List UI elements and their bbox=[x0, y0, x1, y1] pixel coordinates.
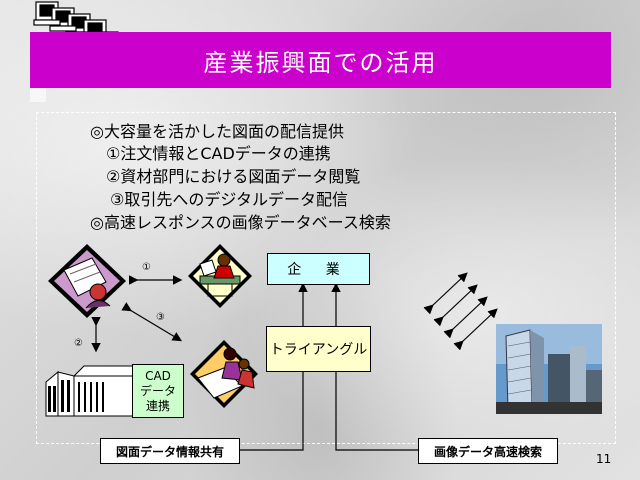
page-number: 11 bbox=[596, 452, 612, 466]
worker-icon bbox=[188, 244, 252, 308]
drawing-person-icon bbox=[48, 244, 126, 318]
content-frame bbox=[36, 112, 616, 444]
cad-line-2: データ bbox=[139, 383, 176, 398]
image-search-box: 画像データ高速検索 bbox=[418, 438, 558, 464]
bullet-3: ②資材部門における図面データ閲覧 bbox=[106, 167, 361, 186]
page-title: 産業振興面での活用 bbox=[203, 48, 438, 77]
drawing-share-box: 図面データ情報共有 bbox=[100, 438, 240, 464]
title-bar: 産業振興面での活用 bbox=[30, 32, 611, 88]
designers-icon bbox=[190, 340, 258, 408]
cad-data-box: CAD データ 連携 bbox=[132, 364, 184, 418]
bullet-2: ①注文情報とCADデータの連携 bbox=[106, 144, 331, 163]
marker-2: ② bbox=[74, 338, 83, 349]
marker-3: ③ bbox=[156, 312, 165, 323]
cad-line-1: CAD bbox=[145, 368, 171, 383]
title-accent bbox=[30, 88, 46, 102]
triangle-box: トライアングル bbox=[266, 326, 371, 372]
bullet-1: ◎大容量を活かした図面の配信提供 bbox=[90, 122, 344, 141]
marker-1: ① bbox=[142, 262, 151, 273]
bullet-5: ◎高速レスポンスの画像データベース検索 bbox=[90, 213, 391, 232]
company-box: 企 業 bbox=[267, 253, 370, 285]
buildings-photo-icon bbox=[496, 324, 602, 414]
bullet-4: ③取引先へのデジタルデータ配信 bbox=[110, 190, 349, 209]
cad-line-3: 連携 bbox=[145, 398, 170, 413]
